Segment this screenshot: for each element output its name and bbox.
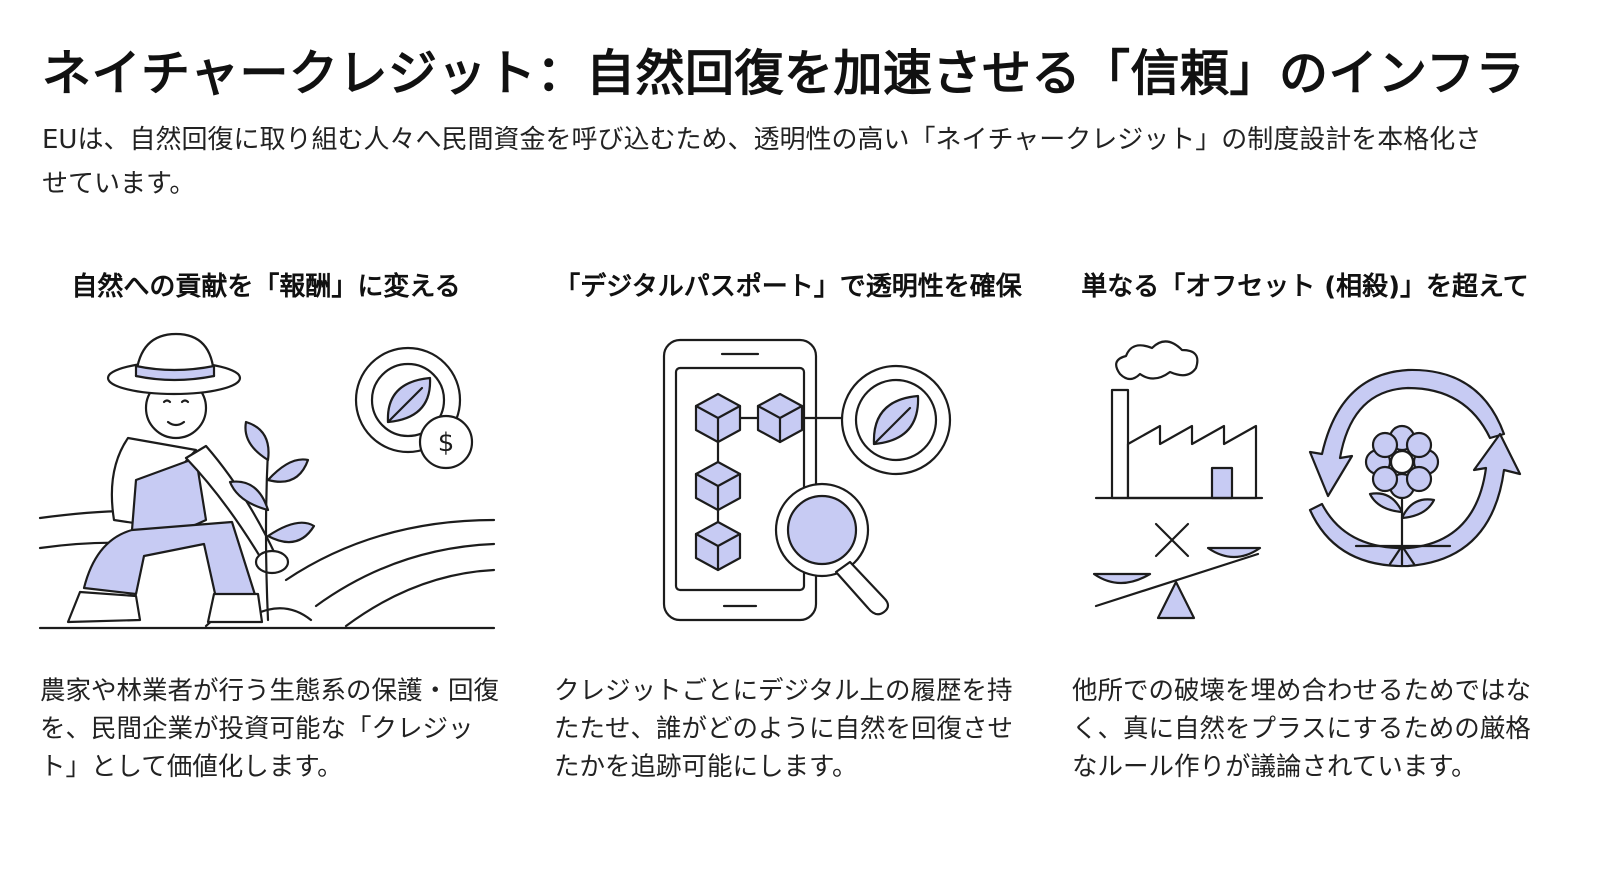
column-text-offset: 他所での破壊を埋め合わせるためではなく、真に自然をプラスにするための厳格なルール…	[1072, 676, 1532, 782]
leaf-badge-icon	[840, 364, 952, 476]
flower-cycle-icon	[1308, 368, 1522, 568]
page-title: ネイチャークレジット：自然回復を加速させる「信頼」のインフラ	[42, 45, 1526, 102]
magnifier-icon	[774, 482, 890, 616]
cross-icon	[1154, 522, 1190, 558]
blockchain-phone-illustration	[662, 338, 952, 622]
column-text-reward: 農家や林業者が行う生態系の保護・回復を、民間企業が投資可能な「クレジット」として…	[40, 676, 500, 782]
page-subtitle: EUは、自然回復に取り組む人々へ民間資金を呼び込むため、透明性の高い「ネイチャー…	[42, 125, 1482, 199]
offset-comparison-illustration	[1092, 340, 1522, 620]
column-heading-passport: 「デジタルパスポート」で透明性を確保	[554, 272, 1022, 302]
factory-icon	[1094, 340, 1264, 500]
dollar-coin-icon: $	[418, 414, 474, 470]
svg-text:$: $	[438, 428, 455, 458]
column-heading-reward: 自然への貢献を「報酬」に変える	[71, 272, 461, 302]
sprout-icon	[228, 420, 316, 622]
column-text-passport: クレジットごとにデジタル上の履歴を持たたせ、誰がどのように自然を回復させたかを追…	[554, 676, 1014, 782]
blockchain-icon	[694, 392, 848, 572]
seesaw-icon	[1092, 546, 1262, 620]
farmer-figure	[66, 332, 290, 624]
leaf-coin-icon	[354, 346, 462, 454]
column-heading-offset: 単なる「オフセット (相殺)」を超えて	[1081, 272, 1529, 302]
farmer-planting-illustration: $	[38, 332, 496, 630]
